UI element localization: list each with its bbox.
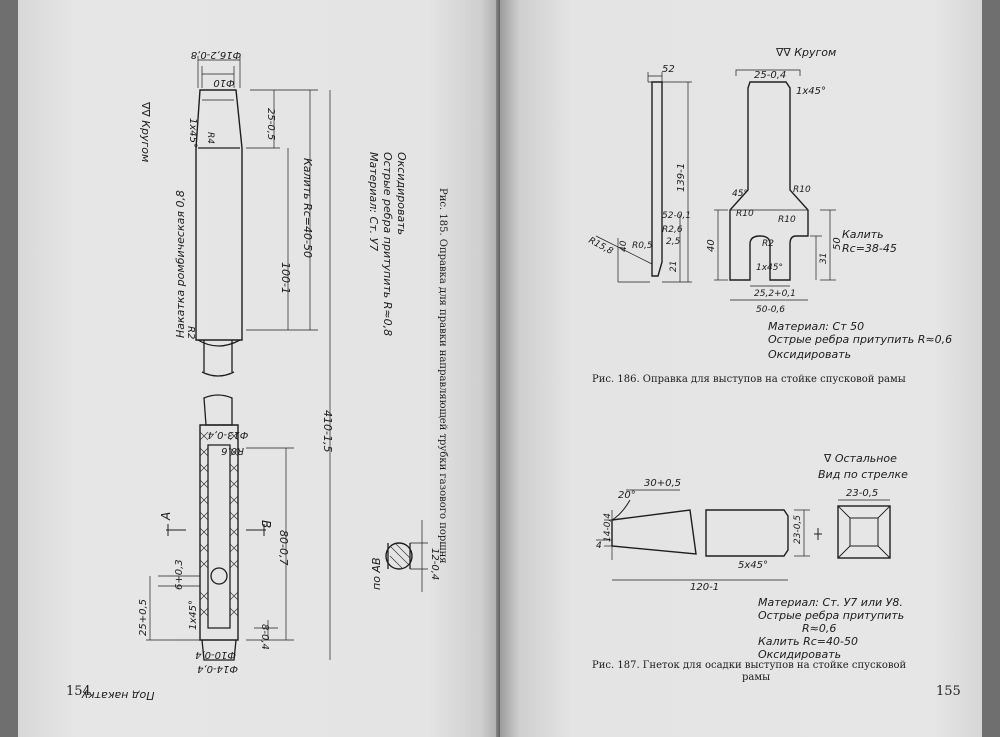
dim-d14: Ф14-0,4 bbox=[197, 663, 238, 674]
dim-8: 8-0,4 bbox=[259, 624, 270, 650]
fig186-r26: R2,6 bbox=[662, 225, 683, 235]
knurl-label: Накатка ромбическая 0,8 bbox=[174, 190, 187, 338]
fig187-chamfer: 5х45° bbox=[738, 560, 768, 571]
fig186-l25: 2,5 bbox=[666, 237, 681, 247]
dim-hrc: Калить Rc=40-50 bbox=[301, 158, 314, 258]
fig187-l14: 14-0,4 bbox=[603, 513, 613, 542]
fig186-hrc-1: Калить bbox=[842, 228, 884, 241]
fig186-a45: 45° bbox=[732, 189, 748, 199]
fig186-r10b: R10 bbox=[736, 209, 754, 219]
dim-25: 25-0,5 bbox=[265, 108, 276, 140]
dim-r06: R0,6 bbox=[221, 445, 244, 456]
fig186-l50b: 50-0,6 bbox=[756, 305, 785, 315]
fig187-a20: 20° bbox=[618, 490, 636, 501]
section-b-label: В bbox=[259, 520, 273, 528]
figure-185: Ф16,2-0,8 Ф10 1х45° R4 25-0,5 100-1 Кали… bbox=[81, 49, 448, 702]
figures-186-187: ∇∇ Кругом 52 25-0,4 1х45° 139-1 R10 R10 … bbox=[587, 46, 953, 683]
page-number-left: 154 bbox=[66, 684, 91, 699]
right-page: ∇∇ Кругом 52 25-0,4 1х45° 139-1 R10 R10 … bbox=[500, 0, 982, 737]
fig186-l31: 31 bbox=[819, 253, 829, 264]
note-1: Материал: Ст. У7 bbox=[367, 152, 380, 251]
fig187-note-5: Оксидировать bbox=[758, 648, 841, 661]
section-label: по АВ bbox=[370, 558, 383, 591]
fig186-r10c: R10 bbox=[778, 215, 796, 225]
fig186-r5: R0,5 bbox=[632, 241, 653, 251]
fig187-l4: 4 bbox=[596, 541, 602, 551]
under-knurl-label: Под накатку bbox=[81, 689, 154, 702]
fig186-r10a: R10 bbox=[793, 185, 811, 195]
dim-r2: R2 bbox=[185, 326, 196, 339]
fig186-len139: 139-1 bbox=[676, 163, 687, 192]
dim-d16: Ф16,2-0,8 bbox=[191, 49, 241, 60]
note-2: Острые ребра притупить R≈0,8 bbox=[381, 152, 394, 336]
fig186-chamfer2: 1х45° bbox=[756, 263, 783, 273]
dim-d13: Ф13-0,4 bbox=[208, 429, 249, 440]
dim-chamfer: 1х45° bbox=[187, 118, 198, 148]
fig187-note-1: Материал: Ст. У7 или У8. bbox=[758, 596, 903, 609]
fig186-l50: 50 bbox=[832, 237, 843, 250]
dim-80: 80-0,7 bbox=[277, 530, 290, 565]
fig186-chamfer: 1х45° bbox=[796, 86, 826, 97]
dim-total: 410-1,5 bbox=[321, 410, 334, 452]
fig186-hrc: Rc=38-45 bbox=[842, 242, 897, 255]
dim-chamfer2: 1х45° bbox=[188, 600, 199, 630]
roughness-mark: ∇∇ Кругом bbox=[139, 101, 152, 162]
fig186-l21: 21 bbox=[669, 261, 679, 272]
fig186-caption: Рис. 186. Оправка для выступов на стойке… bbox=[592, 374, 906, 385]
dim-25b: 25+0,5 bbox=[138, 599, 149, 636]
dim-d10b: Ф10-0,4 bbox=[195, 649, 236, 660]
fig187-note-3: R≈0,6 bbox=[802, 622, 836, 635]
note-3: Оксидировать bbox=[395, 152, 408, 235]
caption-185: Рис. 185. Оправка для правки направляюще… bbox=[437, 188, 448, 564]
fig186-d52: 52-0,1 bbox=[662, 211, 691, 221]
fig186-note-1: Материал: Ст 50 bbox=[768, 320, 864, 333]
fig186-l40: 40 bbox=[706, 239, 717, 252]
section-a-label: А bbox=[159, 512, 173, 521]
fig187-note-4: Калить Rc=40-50 bbox=[758, 635, 858, 648]
fig187-l23v: 23-0,5 bbox=[846, 488, 878, 499]
fig186-roughness: ∇∇ Кругом bbox=[775, 46, 836, 59]
fig186-note-2: Острые ребра притупить R≈0,6 bbox=[768, 333, 952, 346]
fig187-caption-line1: Рис. 187. Гнеток для осадки выступов на … bbox=[592, 660, 907, 671]
left-page: Ф16,2-0,8 Ф10 1х45° R4 25-0,5 100-1 Кали… bbox=[18, 0, 500, 737]
fig187-note-2: Острые ребра притупить bbox=[758, 609, 904, 622]
fig187-view: Вид по стрелке bbox=[818, 468, 908, 481]
fig186-r2: R2 bbox=[762, 239, 774, 249]
fig186-r15: R15,8 bbox=[587, 236, 615, 257]
dim-6: 6+0,3 bbox=[174, 559, 185, 590]
fig186-note-3: Оксидировать bbox=[768, 348, 851, 361]
fig186-l40a: 40 bbox=[619, 240, 629, 252]
fig187-caption-line2: рамы bbox=[742, 672, 770, 683]
fig186-w52: 52 bbox=[662, 64, 675, 75]
fig187-l120: 120-1 bbox=[690, 582, 719, 593]
dim-d10: Ф10 bbox=[213, 77, 234, 88]
fig186-l252: 25,2+0,1 bbox=[754, 289, 796, 299]
fig187-roughness: ∇ Остальное bbox=[823, 452, 897, 465]
page-number-right: 155 bbox=[936, 684, 961, 699]
fig186-w25: 25-0,4 bbox=[754, 70, 786, 81]
fig187-l30: 30+0,5 bbox=[644, 478, 681, 489]
dim-100: 100-1 bbox=[279, 262, 292, 294]
dim-sec12: 12-0,4 bbox=[429, 548, 440, 580]
dim-r4: R4 bbox=[205, 132, 215, 144]
fig187-l23: 23-0,5 bbox=[793, 515, 803, 544]
